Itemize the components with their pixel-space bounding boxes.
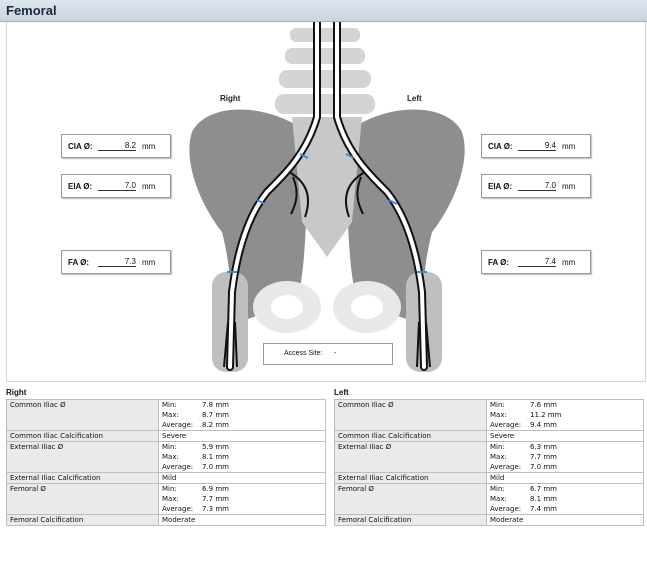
right-cia-box: CIA Ø: 8.2 mm <box>61 134 171 158</box>
right-fa-box: FA Ø: 7.3 mm <box>61 250 171 274</box>
right-fa-value: 7.3 <box>98 257 136 267</box>
left-eia-box: EIA Ø: 7.0 mm <box>481 174 591 198</box>
left-fa-value: 7.4 <box>518 257 556 267</box>
access-site-value: - <box>334 350 336 357</box>
table-row: Femoral Calcification Moderate <box>335 515 644 526</box>
right-eia-value: 7.0 <box>98 181 136 191</box>
access-site-box: Access Site: - <box>263 343 393 365</box>
right-cia-value: 8.2 <box>98 141 136 151</box>
right-side-label: Right <box>220 94 240 103</box>
left-table-title: Left <box>334 388 349 397</box>
table-row: External Iliac Calcification Mild <box>7 473 326 484</box>
left-cia-box: CIA Ø: 9.4 mm <box>481 134 591 158</box>
right-eia-box: EIA Ø: 7.0 mm <box>61 174 171 198</box>
section-title: Femoral <box>6 3 57 18</box>
left-cia-value: 9.4 <box>518 141 556 151</box>
table-row: Common Iliac Calcification Severe <box>7 431 326 442</box>
table-row: Femoral Calcification Moderate <box>7 515 326 526</box>
access-site-label: Access Site: <box>284 350 323 357</box>
anatomy-diagram: Right Left CIA Ø: 8.2 mm EIA Ø: 7.0 mm F… <box>6 22 646 382</box>
left-eia-value: 7.0 <box>518 181 556 191</box>
left-fa-box: FA Ø: 7.4 mm <box>481 250 591 274</box>
table-row: External Iliac Calcification Mild <box>335 473 644 484</box>
section-header: Femoral <box>0 0 647 22</box>
right-table-title: Right <box>6 388 26 397</box>
spine-shape <box>275 28 375 114</box>
table-row: Common Iliac Calcification Severe <box>335 431 644 442</box>
left-side-label: Left <box>407 94 422 103</box>
pelvis-vessel-illustration <box>7 22 647 382</box>
